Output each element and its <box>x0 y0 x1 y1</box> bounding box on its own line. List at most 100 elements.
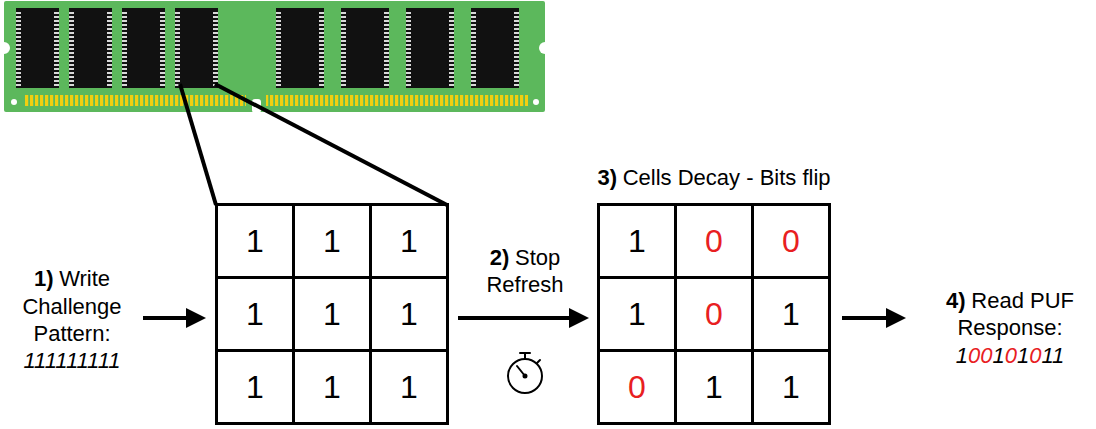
step-number: 3) <box>597 165 617 190</box>
response-bits: 100101011 <box>935 342 1085 369</box>
cell-bit: 1 <box>628 298 646 330</box>
memory-chip <box>406 8 454 88</box>
response-bit: 1 <box>1017 343 1029 368</box>
step-label: 4)Read PUF Response:100101011 <box>935 287 1085 369</box>
memory-chip <box>471 8 519 88</box>
step-arrow <box>458 316 583 320</box>
gold-contacts <box>24 95 246 106</box>
memory-cell: 1 <box>215 276 295 352</box>
step-number: 2) <box>490 245 510 270</box>
cell-bit: 1 <box>782 371 800 403</box>
cell-bit: 1 <box>323 371 341 403</box>
step-label: 2)Stop Refresh <box>477 244 573 299</box>
cell-bit: 1 <box>400 298 418 330</box>
zoom-line <box>215 84 447 205</box>
chip-legs <box>276 10 281 86</box>
memory-chip <box>122 8 165 88</box>
stopwatch-stem <box>524 354 526 359</box>
response-bit: 1 <box>956 343 968 368</box>
memory-chip <box>341 8 389 88</box>
memory-chip <box>175 8 218 88</box>
step-arrow <box>143 316 200 320</box>
chip-legs <box>16 10 21 86</box>
cell-bit: 0 <box>628 371 646 403</box>
step-label: 1)Write Challenge Pattern:111111111 <box>7 265 137 374</box>
mount-hole <box>533 99 539 105</box>
chip-legs <box>69 10 74 86</box>
step-number: 4) <box>946 288 966 313</box>
memory-cell: 1 <box>292 349 372 425</box>
memory-chip <box>406 8 454 88</box>
cell-bit: 1 <box>246 298 264 330</box>
memory-cell: 1 <box>215 349 295 425</box>
cell-bit: 1 <box>400 225 418 257</box>
chip-legs <box>449 10 454 86</box>
step-text: Cells Decay - Bits flip <box>623 165 831 190</box>
memory-chip <box>122 8 165 88</box>
response-bit: 0 <box>968 343 980 368</box>
stopwatch-icon <box>508 353 542 393</box>
memory-chip <box>276 8 324 88</box>
chip-legs <box>107 10 112 86</box>
cell-bit: 1 <box>246 371 264 403</box>
zoom-line <box>180 84 216 205</box>
memory-cell: 1 <box>369 203 449 279</box>
memory-cell: 1 <box>597 203 677 279</box>
chip-legs <box>160 10 165 86</box>
chip-legs <box>213 10 218 86</box>
cell-bit: 1 <box>323 298 341 330</box>
board-notch <box>539 42 551 54</box>
response-bit: 1 <box>1052 343 1064 368</box>
memory-chip <box>69 8 112 88</box>
cell-bit: 1 <box>323 225 341 257</box>
memory-cell: 1 <box>597 276 677 352</box>
board-notch <box>0 42 10 54</box>
chip-legs <box>514 10 519 86</box>
gold-contacts <box>266 95 528 106</box>
memory-chip <box>276 8 324 88</box>
cell-bit: 1 <box>705 371 723 403</box>
chip-legs <box>175 10 180 86</box>
chip-legs <box>406 10 411 86</box>
chip-legs <box>54 10 59 86</box>
memory-cell: 0 <box>674 276 754 352</box>
stopwatch-face <box>508 359 542 393</box>
response-bit: 0 <box>1005 343 1017 368</box>
memory-cell: 0 <box>674 203 754 279</box>
memory-chip <box>471 8 519 88</box>
cell-bit: 1 <box>628 225 646 257</box>
mount-hole <box>11 99 17 105</box>
stopwatch-pivot <box>524 375 527 378</box>
response-bit: 1 <box>992 343 1004 368</box>
cell-bit: 1 <box>400 371 418 403</box>
challenge-bits: 111111111 <box>7 347 137 374</box>
step-text: Read PUF Response: <box>957 288 1074 340</box>
cell-bit: 0 <box>705 298 723 330</box>
chip-legs <box>471 10 476 86</box>
cell-bit: 1 <box>782 298 800 330</box>
step-number: 1) <box>34 266 54 291</box>
chip-legs <box>122 10 127 86</box>
memory-cell: 1 <box>292 203 372 279</box>
step-label: 3)Cells Decay - Bits flip <box>554 164 874 191</box>
memory-chip <box>175 8 218 88</box>
memory-cell: 1 <box>369 276 449 352</box>
chip-legs <box>319 10 324 86</box>
chip-legs <box>341 10 346 86</box>
pcb-board <box>4 1 545 112</box>
memory-chip <box>69 8 112 88</box>
step-arrow <box>842 316 900 320</box>
memory-cell: 1 <box>674 349 754 425</box>
response-bit: 1 <box>1041 343 1052 368</box>
memory-cell: 1 <box>751 276 831 352</box>
memory-cell: 0 <box>751 203 831 279</box>
stopwatch-button <box>520 352 530 354</box>
memory-cell: 1 <box>215 203 295 279</box>
stopwatch-tick <box>537 360 540 363</box>
memory-chip <box>341 8 389 88</box>
memory-cell: 1 <box>369 349 449 425</box>
memory-chip <box>16 8 59 88</box>
response-bit: 0 <box>1029 343 1041 368</box>
